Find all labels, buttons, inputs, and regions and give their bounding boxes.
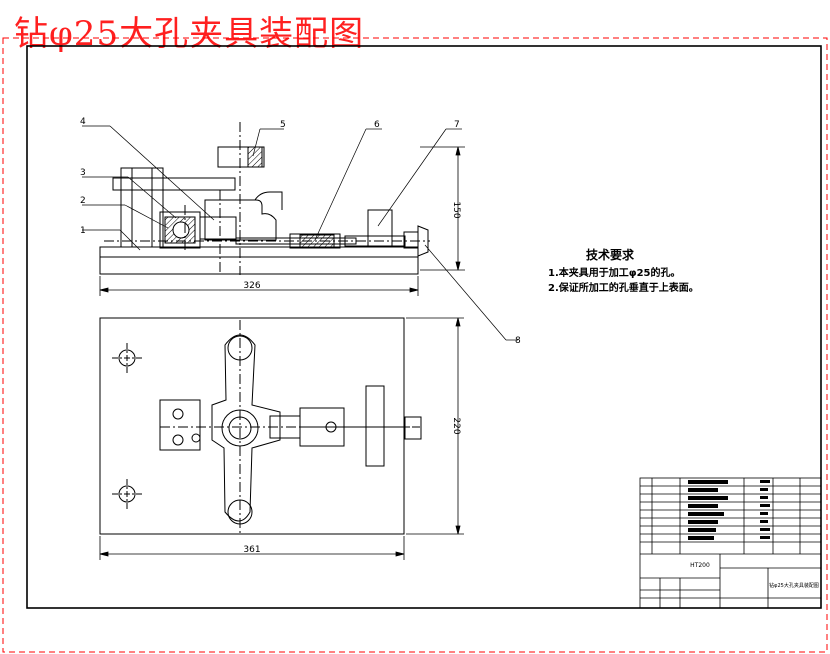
- plan-dimensions: [99, 317, 464, 560]
- dim-plan-width: 361: [243, 545, 260, 555]
- outer-dashed-border: [2, 37, 828, 653]
- inner-frame: [26, 45, 822, 609]
- balloon-labels: 1 2 3 4 5 6 7 8: [80, 117, 521, 346]
- dim-plan-height: 220: [451, 417, 461, 434]
- parts-list-fill: [688, 480, 770, 540]
- plan-view: [99, 317, 422, 535]
- dim-front-width: 326: [243, 281, 260, 291]
- drawing-title: 钻φ25大孔夹具装配图: [14, 14, 365, 54]
- leader-lines: [82, 125, 518, 341]
- front-dimensions: [99, 146, 465, 296]
- technical-requirement-1: 1.本夹具用于加工φ25的孔。: [548, 268, 681, 279]
- technical-requirements-heading: 技术要求: [586, 248, 635, 262]
- technical-requirements: 技术要求 1.本夹具用于加工φ25的孔。 2.保证所加工的孔垂直于上表面。: [548, 246, 699, 296]
- balloon-1: 1: [80, 226, 86, 236]
- balloon-4: 4: [80, 117, 86, 127]
- title-block: [639, 477, 822, 609]
- balloon-6: 6: [374, 120, 380, 130]
- balloon-5: 5: [280, 120, 286, 130]
- balloon-3: 3: [80, 168, 86, 178]
- dim-front-height: 150: [451, 201, 461, 218]
- balloon-7: 7: [454, 120, 460, 130]
- front-view: [99, 122, 430, 275]
- balloon-2: 2: [80, 196, 86, 206]
- title-block-drawing-no: HT200: [690, 562, 710, 569]
- title-block-drawing-name: 钻φ25大孔夹具装配图: [769, 582, 819, 589]
- technical-requirement-2: 2.保证所加工的孔垂直于上表面。: [548, 283, 699, 294]
- balloon-8: 8: [515, 336, 521, 346]
